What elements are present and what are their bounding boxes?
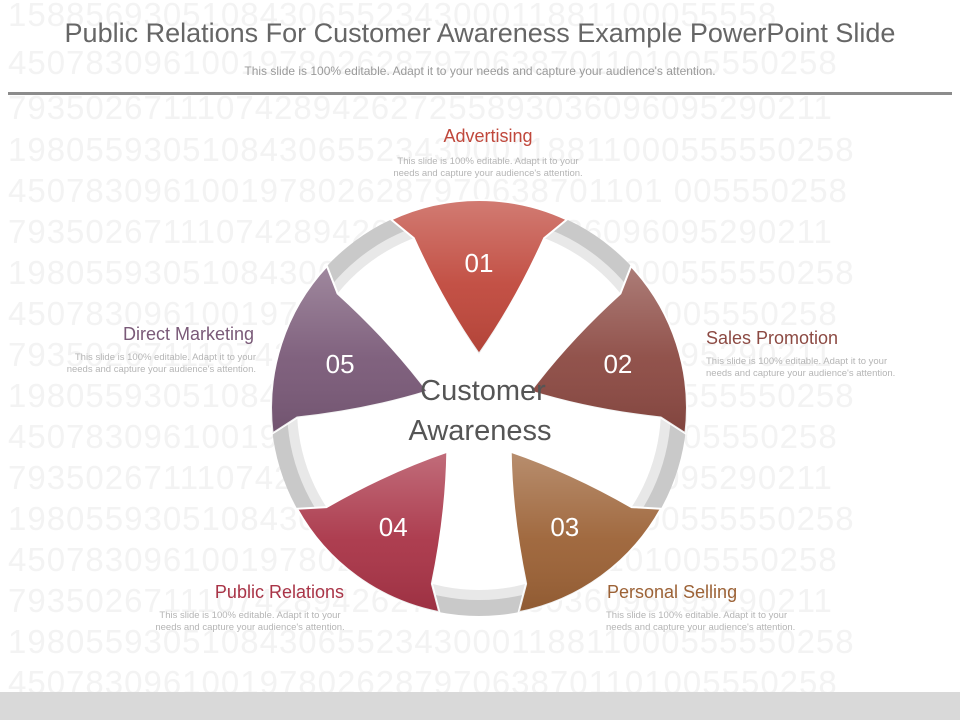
segment-label-public-relations: Public Relations [144,582,344,603]
segment-gloss [510,451,661,613]
background-number-line: 4507830961001978026287970638701101 00555… [8,172,848,209]
segment-label-text: Direct Marketing [122,324,254,344]
segment-number: 04 [379,512,408,542]
center-title-line1: Customer [420,375,546,407]
segment-sales-promotion: 02 [528,264,688,436]
background-number-line: 4507830961001978026287970638701101005550… [8,44,838,81]
segment-label-sales-promotion: Sales Promotion [706,328,838,349]
segment-desc-personal-selling: This slide is 100% editable. Adapt it to… [606,610,796,633]
segment-gloss [530,266,687,434]
segment-gloss [391,200,567,354]
segment-public-relations: 04 [295,450,449,614]
background-number-line: 1980559305108430655234300011881100055555… [8,623,855,660]
segment-gloss [297,451,448,613]
segment-label-direct-marketing: Direct Marketing [54,324,254,345]
segment-desc-direct-marketing: This slide is 100% editable. Adapt it to… [66,352,256,375]
segment-gloss [271,266,428,434]
footer-bar [0,692,960,720]
background-number-line: 7935026711107428942627255893036096095290… [8,89,833,126]
segment-number: 01 [465,248,494,278]
segment-number: 02 [603,349,632,379]
segment-number: 05 [326,349,355,379]
segment-label-text: Public Relations [214,582,344,602]
background-number-line: 1980559305108430655234300011881100055555… [8,131,855,168]
segment-personal-selling: 03 [509,450,663,614]
segment-desc-public-relations: This slide is 100% editable. Adapt it to… [155,610,345,633]
segment-desc-sales-promotion: This slide is 100% editable. Adapt it to… [706,356,896,379]
segment-label-text: Advertising [443,126,533,146]
slide-title: Public Relations For Customer Awareness … [64,18,896,48]
segment-label-advertising: Advertising [388,126,588,147]
segment-number: 03 [550,512,579,542]
segment-direct-marketing: 05 [270,264,430,436]
segment-desc-advertising: This slide is 100% editable. Adapt it to… [393,156,583,179]
segment-label-text: Personal Selling [607,582,738,602]
segment-advertising: 01 [389,199,569,356]
segment-label-personal-selling: Personal Selling [607,582,737,603]
slide-subtitle: This slide is 100% editable. Adapt it to… [244,64,716,78]
background-number-line: 1588569305108430655234300011881100055558 [8,0,778,33]
center-title-line2: Awareness [409,415,552,447]
header-divider [8,92,952,95]
segment-label-text: Sales Promotion [706,328,839,348]
